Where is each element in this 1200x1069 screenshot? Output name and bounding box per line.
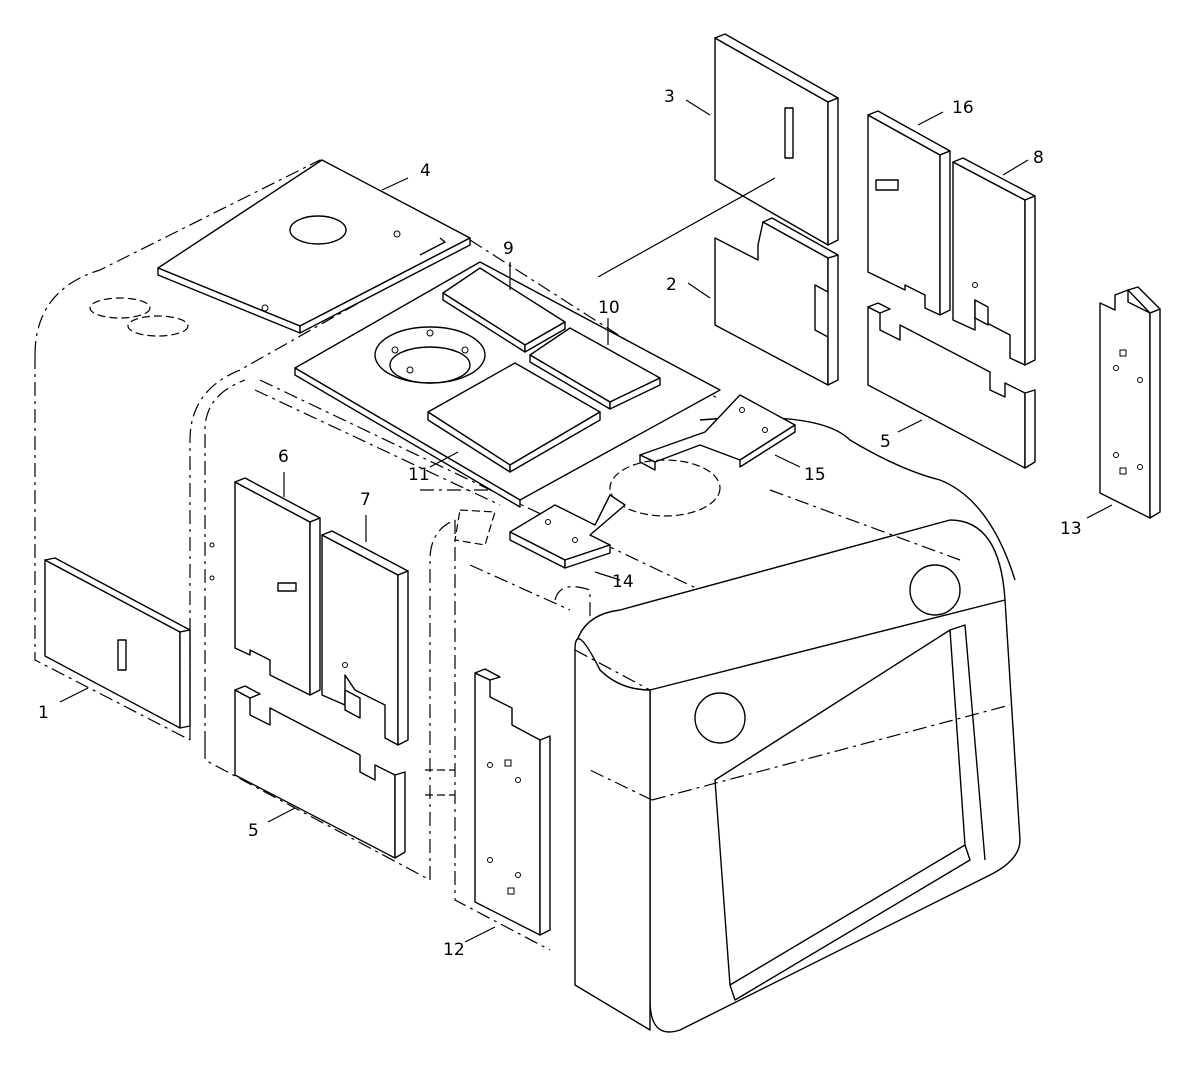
- porthole-left: [694, 692, 746, 744]
- oval-slot: [127, 315, 189, 337]
- callout-12: 12: [443, 940, 465, 960]
- part-16-panel: [867, 110, 951, 316]
- part-12-panel: [474, 668, 551, 936]
- part-4-top-plate: [157, 159, 471, 334]
- part-1-panel: [44, 557, 191, 729]
- callout-10: 10: [598, 298, 620, 318]
- callout-3: 3: [664, 87, 675, 107]
- callout-9: 9: [503, 239, 514, 259]
- part-6-panel: [234, 477, 321, 696]
- part-7-panel: [321, 530, 409, 746]
- callout-2: 2: [666, 275, 677, 295]
- part-14-bracket: [509, 494, 626, 569]
- left-cab-shell: [34, 159, 471, 745]
- right-cab-body: [574, 416, 1021, 1033]
- center-cab-shell: [204, 239, 721, 951]
- callout-labels: 1 2 3 4 5 5 6 7 8 9 10 11 12 13 14 15 16: [38, 87, 1082, 960]
- part-13-panel: [1099, 286, 1161, 519]
- part-15-bracket: [609, 394, 796, 517]
- callout-4: 4: [420, 161, 431, 181]
- part-9-pad: [442, 267, 566, 353]
- part-10-pad: [529, 327, 661, 410]
- callout-5-lower: 5: [248, 821, 259, 841]
- callout-6: 6: [278, 447, 289, 467]
- callout-8: 8: [1033, 148, 1044, 168]
- leader-lines: [59, 99, 1113, 943]
- callout-16: 16: [952, 98, 974, 118]
- callout-11: 11: [408, 465, 430, 485]
- callout-5-upper: 5: [880, 432, 891, 452]
- part-3-panel: [714, 33, 839, 246]
- callout-14: 14: [612, 572, 634, 592]
- part-5-lower-panel: [234, 685, 406, 859]
- top-plate-hole: [289, 215, 347, 245]
- oval-slot: [89, 297, 151, 319]
- part-5-upper-panel: [867, 302, 1036, 469]
- part-2-panel: [714, 217, 839, 386]
- part-11-pad: [427, 362, 601, 473]
- callout-13: 13: [1060, 519, 1082, 539]
- part-8-panel: [952, 157, 1036, 366]
- callout-7: 7: [360, 490, 371, 510]
- porthole-right: [909, 564, 961, 616]
- callout-15: 15: [804, 465, 826, 485]
- callout-1: 1: [38, 703, 49, 723]
